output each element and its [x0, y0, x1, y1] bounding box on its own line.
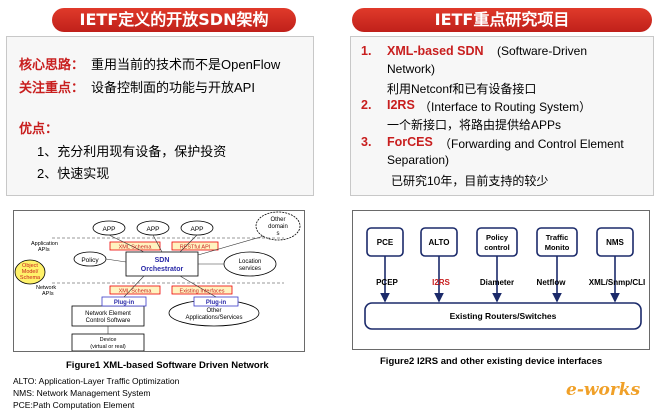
pce-label: PCE [377, 238, 394, 247]
other-domains-oval [255, 211, 301, 241]
other-domains-label: domain [268, 224, 288, 230]
network-apis-label: APIs [42, 291, 54, 297]
traffic-monitor-label: Monito [545, 243, 570, 252]
left-title-banner: IETF定义的开放SDN架构 [52, 8, 296, 32]
other-apps-label: Applications/Services [185, 315, 242, 321]
i2rs-label: I2RS [432, 278, 450, 287]
project-note: 利用Netconf和已有设备接口 [387, 82, 537, 96]
routers-label: Existing Routers/Switches [450, 311, 557, 321]
connector [123, 275, 145, 298]
xml-schema-label: XML Schema [119, 289, 153, 295]
right-text-panel: 1. XML-based SDN (Software-Driven Networ… [350, 36, 654, 196]
focus-label: 关注重点： [19, 80, 85, 95]
project-number: 3. [361, 135, 372, 149]
project-desc-cont: Network) [387, 62, 436, 76]
core-idea-label: 核心思路： [19, 57, 85, 72]
project-desc: （Interface to Routing System） [419, 100, 592, 114]
location-label: services [239, 266, 261, 272]
pcep-label: PCEP [376, 278, 398, 287]
object-model-oval [14, 259, 46, 285]
policy-label: Policy [81, 257, 99, 264]
abbr-item: NMS: Network Management System [13, 388, 151, 398]
xml-schema-box-lower [109, 285, 161, 295]
orchestrator-label: Orchestrator [141, 266, 184, 273]
app-label: APP [190, 226, 203, 233]
connector [105, 258, 127, 263]
object-model-label: Object [22, 263, 38, 269]
app-apis-label: Application [31, 241, 58, 247]
project-note: 已研究10年，目前支持的较少 [391, 174, 549, 188]
project-name: XML-based SDN [387, 44, 484, 58]
existing-interfaces-label: Existing Interfaces [180, 289, 225, 295]
connector [197, 235, 265, 256]
connector [179, 275, 217, 298]
project-number: 1. [361, 44, 372, 58]
connector [108, 234, 145, 253]
object-model-label: Schema [20, 275, 41, 281]
project-number: 2. [361, 98, 372, 112]
traffic-monitor-label: Traffic [546, 233, 569, 242]
figure2-diagram: PCE ALTO Policy control Traffic Monito N… [364, 227, 645, 330]
restful-api-box [171, 241, 219, 251]
figure1-diagram: APP APP APP Other domain s Application A… [14, 211, 301, 351]
nec-label: Control Software [86, 318, 131, 324]
abbr-item: ALTO: Application-Layer Traffic Optimiza… [13, 376, 180, 386]
app-apis-label: APIs [38, 247, 50, 253]
xml-snmp-cli-label: XML/Snmp/CLI [589, 278, 645, 287]
xml-schema-label: XML Schema [119, 245, 153, 251]
left-text-panel: 核心思路： 重用当前的技术而不是OpenFlow 关注重点： 设备控制面的功能与… [6, 36, 314, 196]
diameter-label: Diameter [480, 278, 514, 287]
other-domains-label: Other [270, 217, 285, 223]
routers-box [364, 302, 642, 330]
connector [152, 234, 163, 253]
plugin-label: Plug-in [114, 300, 135, 306]
existing-interfaces-box [171, 285, 233, 295]
figure1-caption: Figure1 XML-based Software Driven Networ… [66, 360, 269, 371]
project-desc: (Software-Driven [497, 44, 588, 58]
project-name: I2RS [387, 98, 415, 112]
focus-text: 设备控制面的功能与开放API [91, 80, 255, 95]
project-desc: （Forwarding and Control Element [439, 137, 624, 151]
nms-label: NMS [606, 238, 624, 247]
project-note: 一个新接口，将路由提供给APPs [387, 118, 562, 132]
advantage-item: 1、充分利用现有设备，保护投资 [37, 144, 227, 159]
orchestrator-box [125, 251, 199, 277]
project-desc-cont: Separation) [387, 153, 450, 167]
object-model-label: Model/ [22, 269, 39, 275]
network-apis-label: Network [36, 285, 56, 291]
core-idea-text: 重用当前的技术而不是OpenFlow [91, 57, 281, 72]
advantages-label: 优点： [19, 121, 59, 136]
restful-api-label: RESTful API [180, 245, 211, 251]
project-name: ForCES [387, 135, 433, 149]
eworks-watermark: e-works [566, 380, 641, 400]
figure2-caption: Figure2 I2RS and other existing device i… [380, 356, 603, 367]
figure1-frame: APP APP APP Other domain s Application A… [13, 210, 305, 352]
abbr-item: PCE:Path Computation Element [13, 400, 135, 410]
advantage-item: 2、快速实现 [37, 166, 110, 181]
connector [179, 234, 198, 253]
app-label: APP [146, 226, 159, 233]
app-label: APP [102, 226, 115, 233]
other-domains-label: s [277, 231, 280, 237]
policy-control-label: control [484, 243, 509, 252]
alto-label: ALTO [428, 238, 449, 247]
other-apps-label: Other [206, 308, 221, 314]
right-title-banner: IETF重点研究项目 [352, 8, 652, 32]
sdn-label: SDN [155, 257, 170, 264]
nec-label: Network Element [85, 311, 131, 317]
device-label: Device [100, 337, 117, 343]
device-label: (virtual or real) [90, 344, 126, 350]
netflow-label: Netflow [537, 278, 567, 287]
figure2-frame: PCE ALTO Policy control Traffic Monito N… [352, 210, 650, 350]
plugin-label: Plug-in [206, 300, 227, 306]
policy-control-label: Policy [486, 233, 509, 242]
xml-schema-box [109, 241, 161, 251]
location-label: Location [239, 259, 262, 265]
